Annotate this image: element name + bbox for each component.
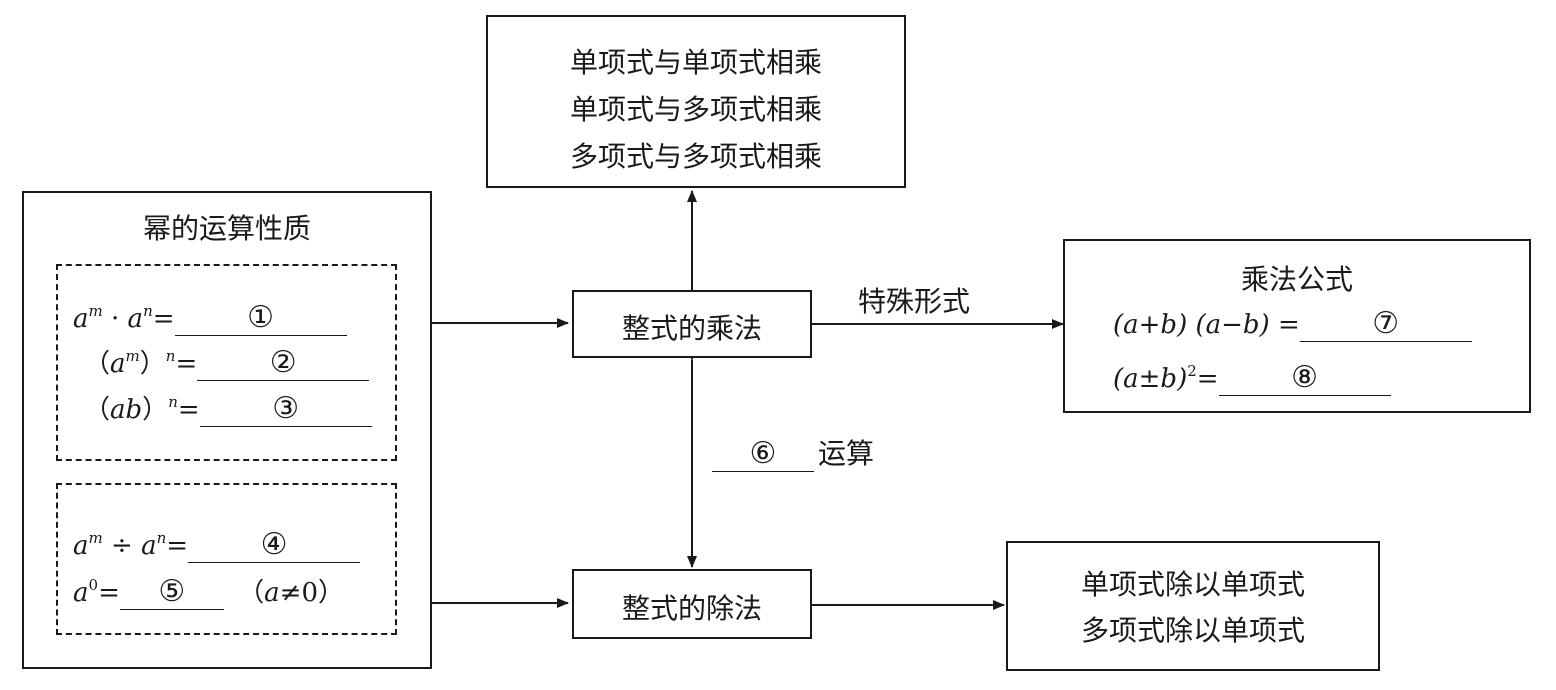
division-case-line-1: 单项式除以单项式 xyxy=(1080,568,1305,601)
blank-3-marker: ③ xyxy=(272,391,300,426)
formula-difference-of-squares: (a+b) (a−b) =⑦ xyxy=(1113,308,1472,342)
power-rule-power-of-power: （am）n=② xyxy=(84,339,370,381)
polynomial-division-label: 整式的除法 xyxy=(621,592,762,625)
power-rule-product-power: （ab）n=③ xyxy=(84,385,372,427)
blank-4-marker: ④ xyxy=(260,527,288,562)
formula-perfect-square: (a±b)2=⑧ xyxy=(1113,354,1391,396)
power-rules-group-2 xyxy=(56,483,397,635)
power-properties-title: 幂的运算性质 xyxy=(142,212,311,245)
power-rule-product: am · an=① xyxy=(73,294,347,336)
power-properties-box: 幂的运算性质 xyxy=(22,191,432,669)
blank-6-marker: ⑥ xyxy=(749,436,777,471)
case-line-1: 单项式与单项式相乘 xyxy=(569,46,822,79)
polynomial-division-box: 整式的除法 xyxy=(572,569,812,639)
blank-1-marker: ① xyxy=(247,300,274,335)
power-rules-group-1 xyxy=(56,264,397,461)
blank-2-marker: ② xyxy=(269,345,297,380)
polynomial-multiplication-box: 整式的乘法 xyxy=(572,290,812,358)
blank-8-marker: ⑧ xyxy=(1291,360,1319,395)
multiplication-formula-title: 乘法公式 xyxy=(1240,263,1353,296)
case-line-2: 单项式与多项式相乘 xyxy=(569,93,822,126)
polynomial-multiplication-cases-box: 单项式与单项式相乘 单项式与多项式相乘 多项式与多项式相乘 xyxy=(486,15,906,188)
multiplication-formula-box: 乘法公式 xyxy=(1063,239,1531,413)
power-rule-zero-exponent: a0=⑤ （a≠0） xyxy=(73,574,344,610)
power-rule-quotient: am ÷ an=④ xyxy=(73,521,361,563)
division-cases-box: 单项式除以单项式 多项式除以单项式 xyxy=(1006,541,1380,671)
blank-7-marker: ⑦ xyxy=(1372,306,1400,341)
blank-5-marker: ⑤ xyxy=(158,574,186,609)
division-case-line-2: 多项式除以单项式 xyxy=(1080,614,1305,647)
polynomial-multiplication-label: 整式的乘法 xyxy=(621,312,762,345)
special-form-label: 特殊形式 xyxy=(858,285,971,318)
case-line-3: 多项式与多项式相乘 xyxy=(569,140,822,173)
